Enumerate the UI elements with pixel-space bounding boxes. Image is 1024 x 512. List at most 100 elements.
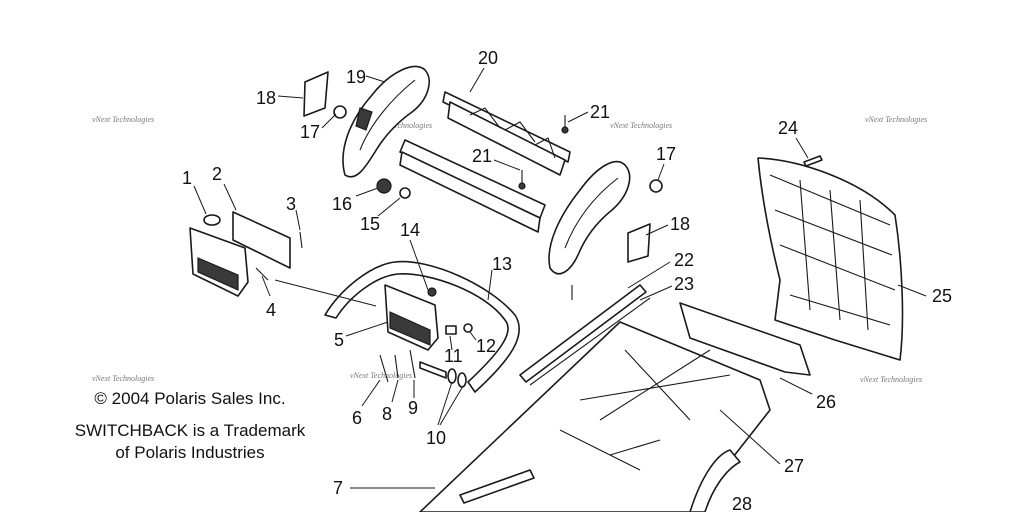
leader-22 [627,261,671,289]
trademark-line-2: of Polaris Industries [115,443,265,462]
pin-24 [803,155,823,167]
callout-28: 28 [732,494,752,512]
callout-21: 21 [590,102,610,122]
callout-22: 22 [674,250,694,270]
rail-upper-truss [469,107,556,159]
callout-14: 14 [400,220,420,240]
callout-25: 25 [932,286,952,306]
leader-4 [261,275,271,297]
watermark: vNext Technologies [92,374,154,383]
callout-10: 10 [426,428,446,448]
callout-18b: 18 [670,214,690,234]
bumper-14-grommet [427,287,437,297]
nut-12 [463,323,473,333]
watermark: vNext Technologies [350,371,412,380]
leader-1 [193,185,207,215]
bumper-13 [324,260,520,393]
trademark-line-1: SWITCHBACK is a Trademark [74,421,306,440]
callout-9: 9 [408,398,418,418]
part-28-hose [689,449,741,512]
rail-lower-web [399,151,541,233]
tail-light-housing-face [197,257,239,291]
watermark: vNext Technologies [92,115,154,124]
callout-19: 19 [346,67,366,87]
leader-15 [377,197,401,217]
watermark: vNext Technologies [865,115,927,124]
deck-cutout [559,429,661,471]
leader-10 [437,381,464,426]
deck-slot [459,469,535,504]
callout-3: 3 [286,194,296,214]
leader-26 [779,377,813,395]
callout-12: 12 [476,336,496,356]
reflector-right [627,223,651,263]
washer-10b [457,372,467,388]
snowflap-25-ribs [769,174,896,331]
callout-18: 18 [256,88,276,108]
nut-15 [399,187,411,199]
leader-11 [449,335,453,351]
bolt-10 [419,361,447,379]
washer-10a [447,368,457,384]
rivet-8 [394,354,399,379]
deck-x-brace [579,349,731,421]
watermark: vNext Technologies [610,121,672,130]
reflector-left [303,71,329,117]
leader-3 [295,209,301,231]
callout-21b: 21 [472,146,492,166]
clip-4 [255,267,269,281]
callout-2: 2 [212,164,222,184]
leader-21b [493,159,521,171]
callout-26: 26 [816,392,836,412]
callout-27: 27 [784,456,804,476]
leader-17b [657,163,665,181]
tail-light-5-face [389,311,431,346]
callout-7: 7 [333,478,343,498]
callout-24: 24 [778,118,798,138]
bolt-6 [379,354,389,383]
leader-6 [361,379,381,407]
callout-15: 15 [360,214,380,234]
rail-upper [442,91,571,163]
callout-23: 23 [674,274,694,294]
leader-23 [639,285,673,301]
spacer-11 [445,325,457,335]
leader-27 [719,409,781,465]
bar-22 [519,284,647,383]
tunnel-deck-7 [419,321,771,512]
leader-18 [277,95,304,99]
callout-5: 5 [334,330,344,350]
leader-12 [469,331,477,341]
bolt-21-upper-head [561,126,569,134]
grab-handle-right-detail [564,177,619,249]
bulb-1 [203,214,221,226]
grab-handle-left-detail [359,79,416,151]
screw-17-right [649,179,663,193]
callout-16: 16 [332,194,352,214]
screw-3 [299,231,303,249]
brace-26 [679,302,811,376]
leader-8 [391,379,399,403]
leader-25 [897,284,927,297]
callout-1: 1 [182,168,192,188]
bolt-21-lower-head [518,182,526,190]
leader-17 [321,113,337,129]
leader-18b [645,224,669,236]
callout-17: 17 [300,122,320,142]
callout-4: 4 [266,300,276,320]
lens-2 [232,211,291,269]
copyright-note: © 2004 Polaris Sales Inc. [94,389,286,408]
leader-5 [345,321,389,337]
watermark: vNext Technologies [370,121,432,130]
bar-23 [529,297,651,386]
callout-17b: 17 [656,144,676,164]
callout-6: 6 [352,408,362,428]
snowflap-25 [757,157,904,361]
rivet-9 [409,349,416,379]
callout-20: 20 [478,48,498,68]
leader-14 [409,239,429,291]
rail-upper-web [447,101,566,176]
grab-handle-right [548,160,631,275]
